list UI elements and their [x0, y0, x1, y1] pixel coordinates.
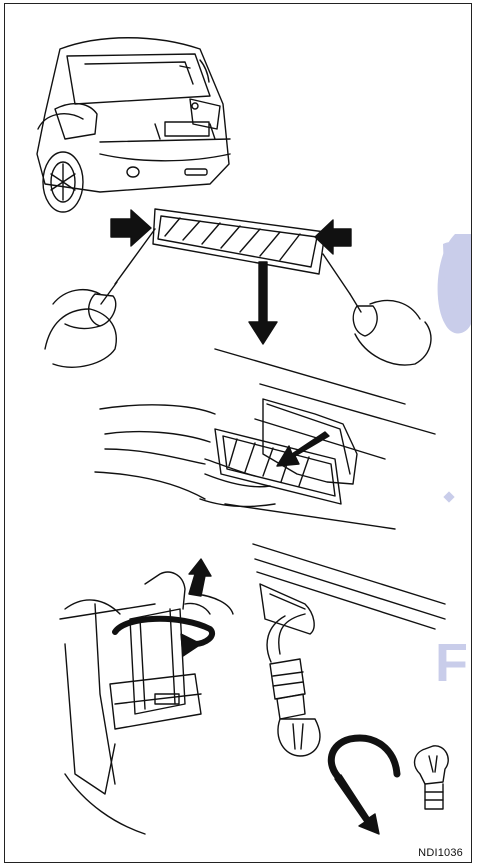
push-arrow-left: [111, 210, 151, 246]
watermark-shapes: [438, 234, 471, 503]
service-illustration: [5, 4, 471, 862]
socket-removal-drawing: [60, 559, 233, 834]
lens-removal-drawing: [45, 209, 431, 367]
car-rear-drawing: [37, 38, 230, 212]
pull-arrow-down-right: [335, 775, 379, 834]
rotate-arrow-head: [181, 634, 201, 656]
push-arrow-right: [315, 220, 351, 254]
illustration-frame: F NDI1036: [4, 3, 472, 863]
pull-arrow-down: [249, 262, 277, 344]
bulb-removal-drawing: [253, 544, 448, 834]
lamp-pull-drawing: [95, 349, 435, 529]
pull-arrow-up: [189, 559, 211, 596]
figure-code: NDI1036: [418, 847, 463, 859]
watermark-letter: F: [435, 632, 468, 694]
